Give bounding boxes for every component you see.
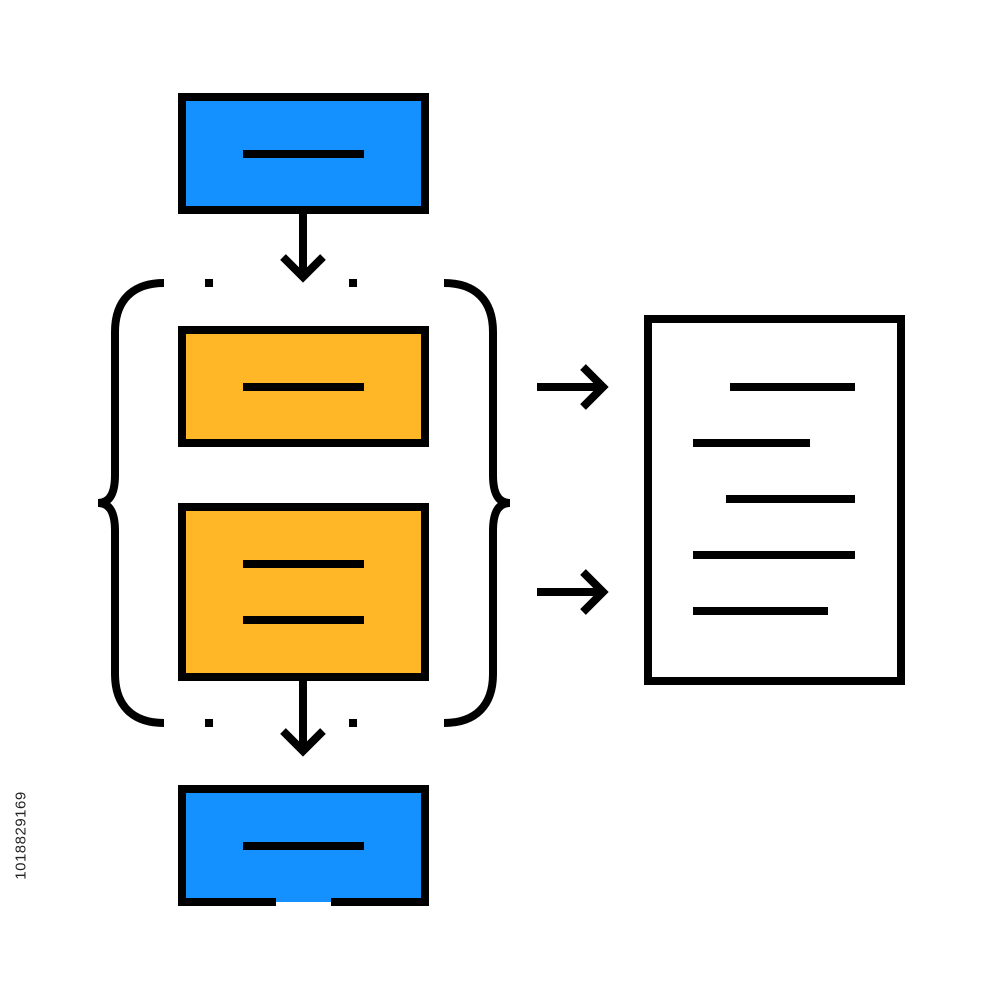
middle-box-2-shape: [178, 503, 429, 681]
arrow-right-bottom-icon: [537, 569, 609, 615]
bottom-process-box: [178, 785, 429, 906]
left-curly-brace-icon: [97, 279, 213, 727]
arrow-right-top-icon: [537, 364, 609, 410]
arrow-down-top-icon: [280, 210, 326, 283]
right-curly-brace-icon: [349, 279, 511, 727]
stock-id-text: 1018829169: [12, 790, 30, 880]
stock-id-label: 1018829169: [6, 760, 36, 910]
arrow-down-bottom-icon: [280, 677, 326, 757]
top-process-box: [178, 93, 429, 214]
document-icon: [644, 315, 905, 685]
middle-process-box-1: [178, 326, 429, 447]
middle-process-box-2: [178, 503, 429, 681]
bottom-box-outline: [178, 785, 429, 906]
